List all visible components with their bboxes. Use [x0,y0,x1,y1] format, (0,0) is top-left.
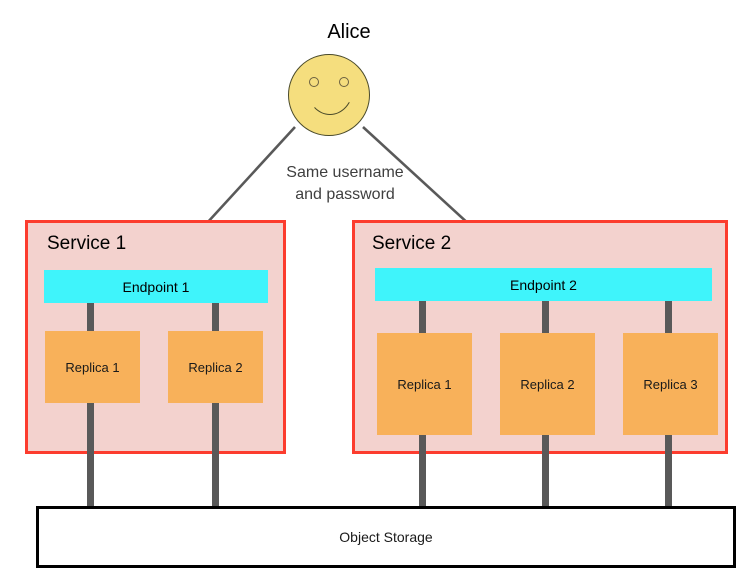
smiley-mouth-icon [307,89,353,115]
service-1-title: Service 1 [47,233,127,254]
endpoint-2-label: Endpoint 2 [510,276,577,293]
service-2-replica-1-box[interactable]: Replica 1 [377,333,472,435]
smiley-right-eye-icon [339,77,349,87]
connector-endpoint1-replica1 [87,302,94,334]
connector-s1-replica1-storage [87,400,94,510]
edge-caption-line-2: and password [295,186,395,203]
connector-endpoint1-replica2 [212,302,219,334]
endpoint-2-box[interactable]: Endpoint 2 [375,268,712,301]
service-2-replica-3-label: Replica 3 [643,376,698,392]
service-2-replica-1-label: Replica 1 [397,376,452,392]
connector-endpoint2-replica1 [419,300,426,334]
connector-endpoint2-replica2 [542,300,549,334]
service-2-replica-2-label: Replica 2 [520,376,575,392]
edge-caption: Same username and password [245,162,445,206]
endpoint-1-label: Endpoint 1 [122,278,190,295]
service-1-replica-1-box[interactable]: Replica 1 [45,331,140,403]
service-2-title: Service 2 [372,233,452,254]
connector-s1-replica2-storage [212,400,219,510]
object-storage-label: Object Storage [339,529,433,545]
smiley-left-eye-icon [309,77,319,87]
service-2-replica-3-box[interactable]: Replica 3 [623,333,718,435]
connector-s2-replica3-storage [665,432,672,510]
connector-s2-replica1-storage [419,432,426,510]
service-2-replica-2-box[interactable]: Replica 2 [500,333,595,435]
smiley-face-icon [288,54,370,136]
object-storage-box[interactable]: Object Storage [36,506,736,568]
connector-s2-replica2-storage [542,432,549,510]
connector-endpoint2-replica3 [665,300,672,334]
endpoint-1-box[interactable]: Endpoint 1 [44,270,268,303]
edge-caption-line-1: Same username [286,164,404,181]
service-1-replica-2-label: Replica 2 [188,359,243,375]
service-1-replica-2-box[interactable]: Replica 2 [168,331,263,403]
service-1-replica-1-label: Replica 1 [65,359,120,375]
actor-label: Alice [327,21,371,43]
